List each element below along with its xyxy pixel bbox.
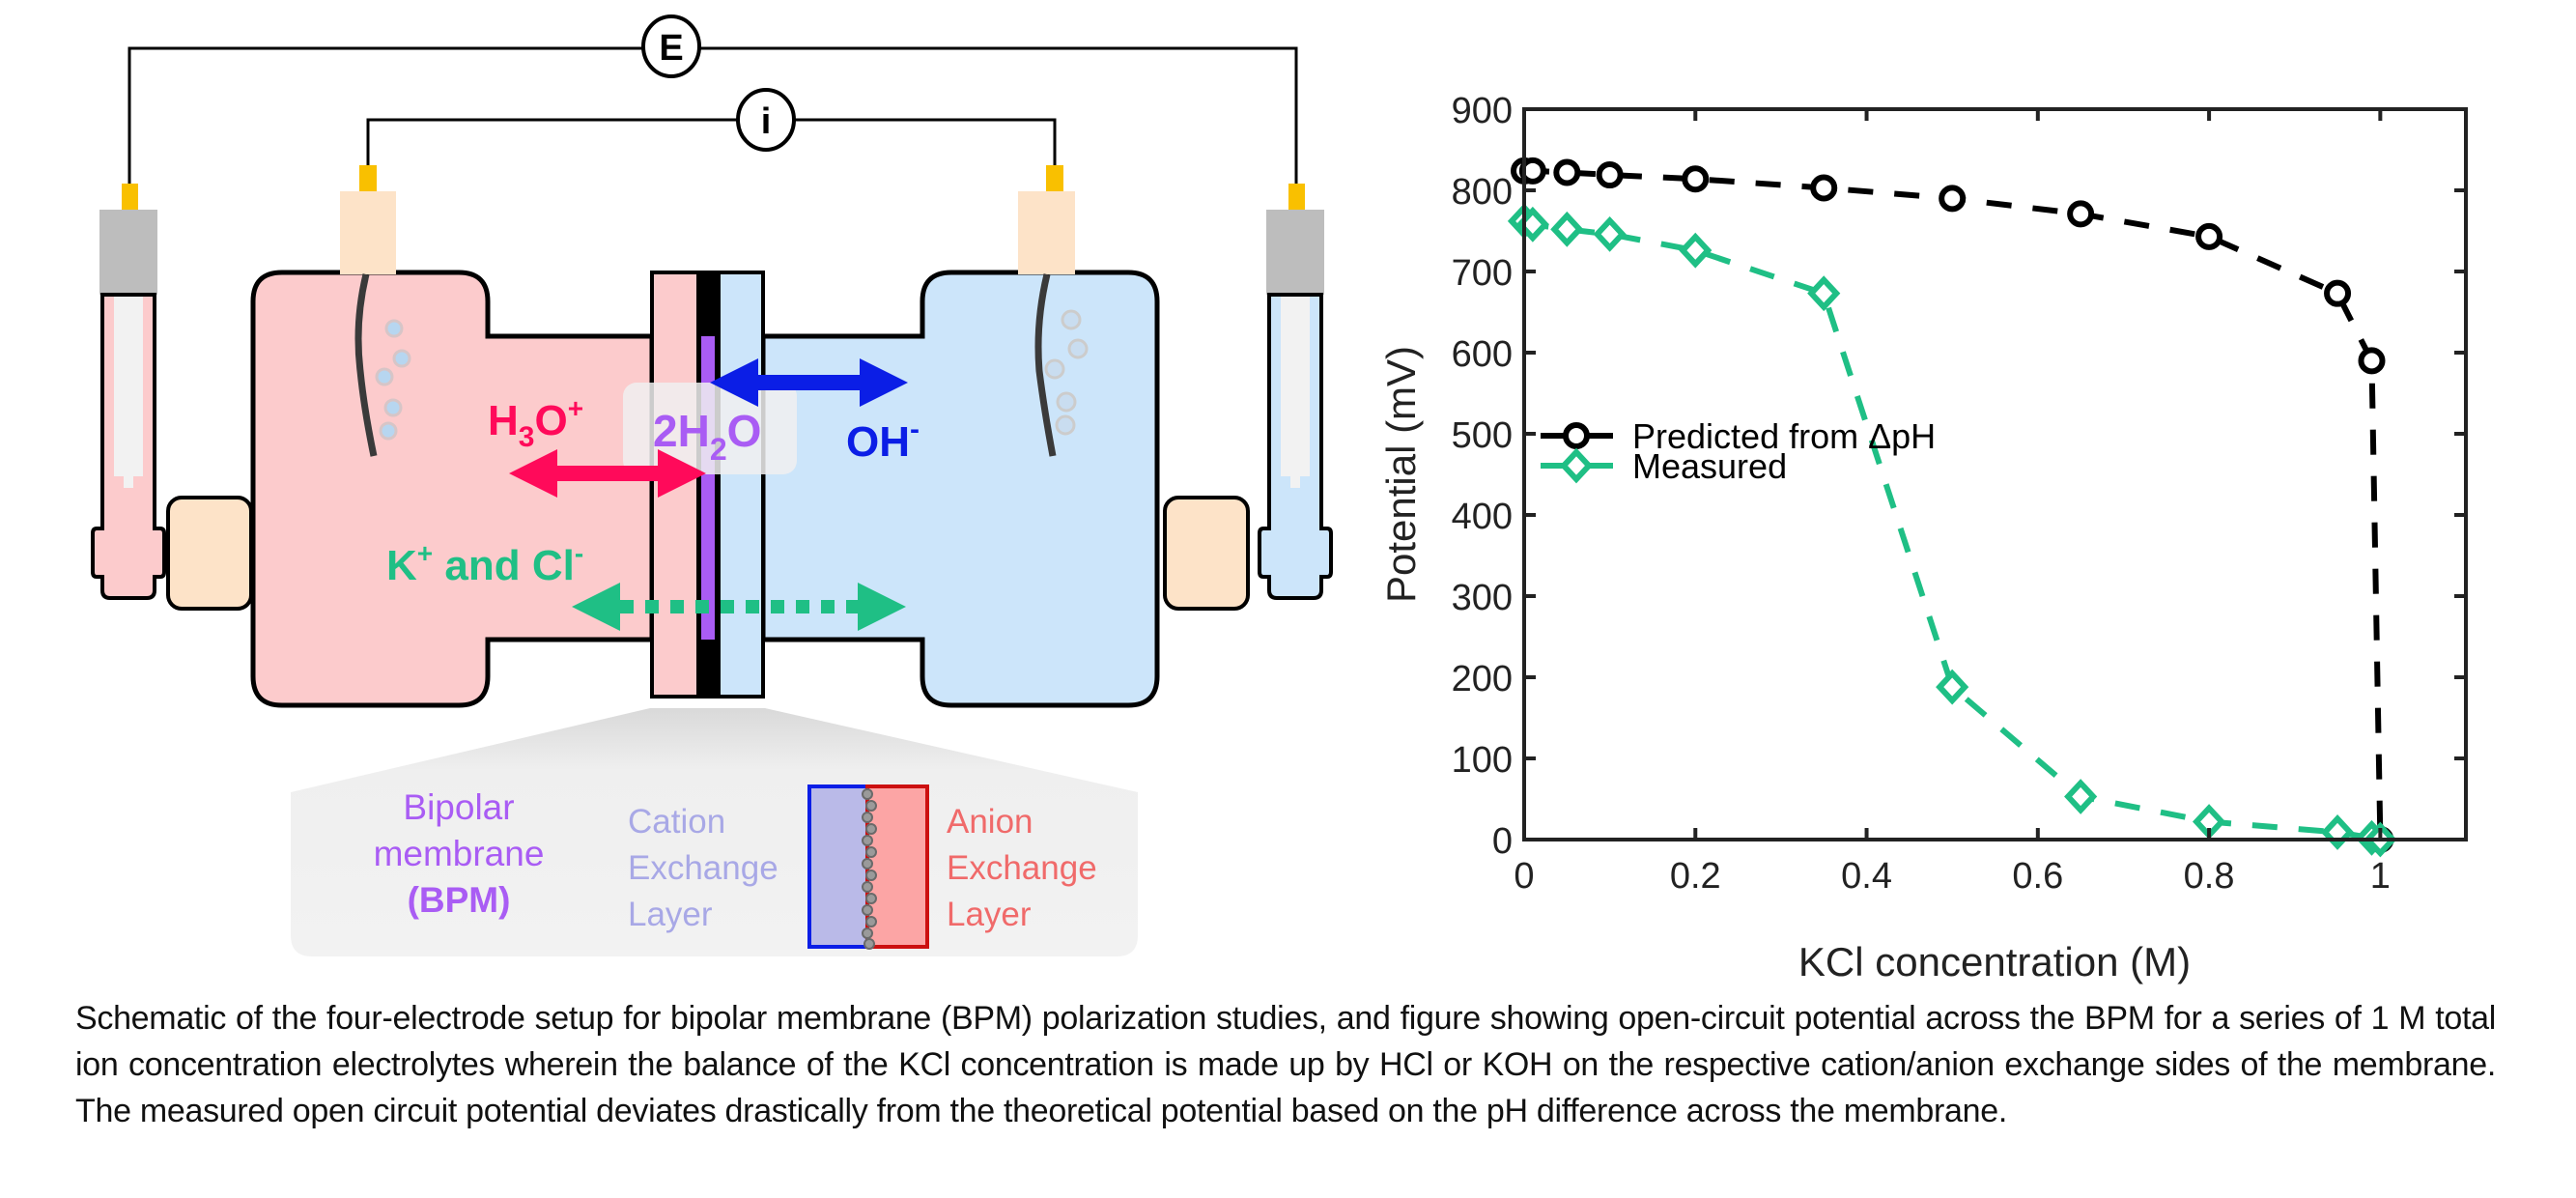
potential-meter-label: E [659, 28, 683, 69]
svg-text:Cation: Cation [628, 803, 725, 841]
data-point-measured [1550, 211, 1584, 247]
x-tick-label: 1 [2370, 856, 2391, 897]
data-point-measured [1807, 275, 1841, 312]
y-tick-label: 100 [1452, 740, 1513, 781]
data-point-predicted [2324, 279, 2352, 307]
legend-item-predicted: Predicted from ΔpH [1541, 416, 1936, 456]
potential-circuit-wire [127, 46, 1298, 184]
y-tick-label: 700 [1452, 253, 1513, 294]
data-point-measured [2320, 814, 2355, 850]
legend: Predicted from ΔpH Measured [1541, 416, 1936, 486]
x-tick-label: 0 [1514, 856, 1534, 897]
hydronium-arrow-icon [509, 449, 706, 498]
bpm-cross-section [807, 784, 929, 950]
data-point-measured [1679, 232, 1713, 269]
data-point-predicted [1596, 161, 1624, 189]
circle-marker-icon [1563, 422, 1590, 449]
svg-text:Layer: Layer [628, 896, 713, 933]
x-tick-label: 0.2 [1670, 856, 1721, 897]
y-tick-label: 400 [1452, 497, 1513, 537]
data-point-measured [2064, 779, 2098, 814]
data-point-predicted [1810, 174, 1838, 202]
y-tick-label: 300 [1452, 578, 1513, 618]
spectator-ions-label: K+ and Cl- [386, 538, 583, 589]
acid-chamber [250, 270, 655, 708]
data-point-measured [1936, 669, 1969, 705]
x-axis-label: KCl concentration (M) [1798, 939, 2191, 984]
svg-text:Bipolar: Bipolar [403, 787, 514, 827]
gas-bubbles [375, 319, 411, 441]
plot-lines [1522, 167, 2384, 842]
right-luggin-joint [1163, 496, 1250, 611]
x-tick-label: 0.4 [1841, 856, 1892, 897]
anion-exchange-layer-label: Anion Exchange Layer [947, 803, 1097, 933]
series-line-predicted [1524, 167, 2384, 841]
y-tick-label: 0 [1492, 821, 1513, 862]
diamond-marker-icon [1559, 447, 1594, 484]
current-meter: i [736, 88, 796, 152]
current-meter-label: i [761, 101, 772, 142]
y-tick-label: 900 [1452, 91, 1513, 131]
plot-markers [1507, 157, 2397, 858]
svg-text:Exchange: Exchange [628, 849, 778, 887]
series-line-measured [1522, 218, 2381, 842]
data-point-predicted [2358, 347, 2386, 375]
figure-caption: Schematic of the four-electrode setup fo… [75, 1000, 2496, 1129]
four-electrode-schematic: E i [91, 14, 1333, 956]
base-chamber [760, 270, 1160, 708]
right-counter-electrode [1018, 165, 1089, 457]
y-axis-ticks: 0 100 200 300 400 500 600 700 800 900 [1452, 91, 2466, 862]
x-axis-ticks: 0 0.2 0.4 0.6 0.8 1 [1514, 109, 2391, 897]
cation-exchange-layer-label: Cation Exchange Layer [628, 803, 778, 933]
y-tick-label: 200 [1452, 659, 1513, 699]
spectator-ions-arrow-icon [572, 583, 906, 631]
legend-label-predicted: Predicted from ΔpH [1632, 416, 1936, 456]
hydroxide-arrow-icon [710, 358, 908, 407]
right-reference-electrode [1258, 184, 1333, 600]
y-tick-label: 600 [1452, 334, 1513, 375]
bpm-label: Bipolar membrane (BPM) [374, 787, 545, 920]
plot-frame [1522, 107, 2468, 841]
data-point-predicted [2195, 222, 2223, 250]
y-tick-label: 800 [1452, 172, 1513, 213]
water-label-box [623, 383, 797, 474]
legend-label-measured: Measured [1632, 446, 1787, 486]
hydronium-label: H3O+ [488, 393, 583, 453]
hydroxide-label: OH- [846, 414, 920, 466]
data-point-predicted [1553, 158, 1581, 186]
svg-text:membrane: membrane [374, 834, 545, 873]
left-counter-electrode [340, 165, 411, 457]
potential-meter: E [641, 14, 701, 78]
data-point-predicted [1939, 185, 1967, 213]
water-label: 2H2O [653, 406, 761, 467]
data-point-predicted [2067, 200, 2095, 228]
y-axis-label: Potential (mV) [1378, 346, 1424, 603]
svg-text:Exchange: Exchange [947, 849, 1097, 887]
x-tick-label: 0.6 [2012, 856, 2063, 897]
data-point-predicted [1682, 165, 1710, 193]
svg-text:Layer: Layer [947, 896, 1032, 933]
y-tick-label: 500 [1452, 415, 1513, 456]
svg-text:(BPM): (BPM) [408, 880, 511, 920]
left-luggin-joint [166, 496, 253, 611]
catalyst-interface [862, 788, 877, 950]
legend-item-measured: Measured [1541, 446, 1787, 486]
gas-bubbles [1044, 309, 1089, 436]
current-circuit-wire [366, 118, 1057, 165]
data-point-predicted [1518, 157, 1546, 185]
left-reference-electrode [91, 184, 166, 600]
x-tick-label: 0.8 [2184, 856, 2235, 897]
svg-text:Anion: Anion [947, 803, 1033, 841]
data-point-measured [1593, 215, 1627, 252]
